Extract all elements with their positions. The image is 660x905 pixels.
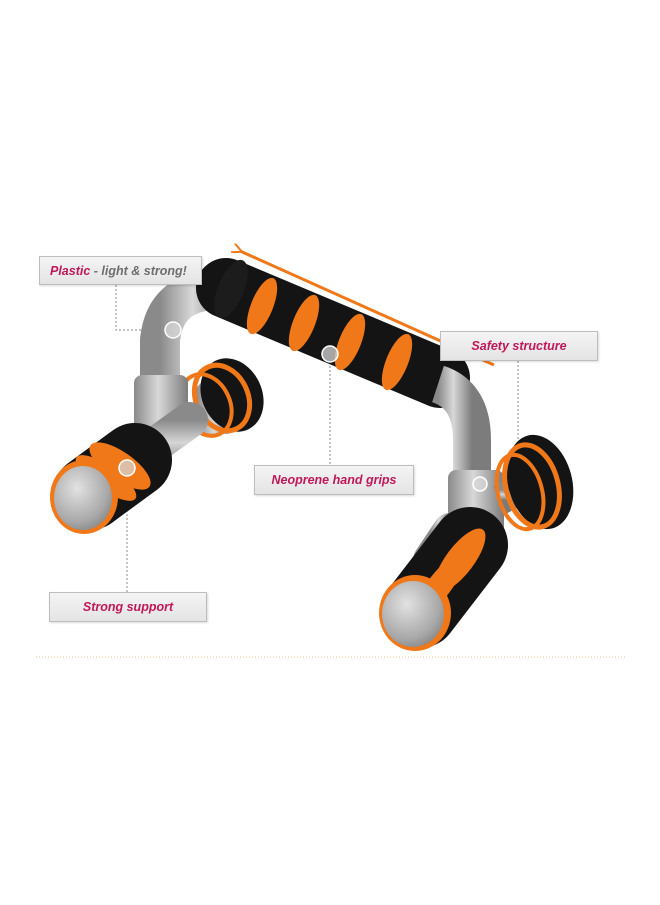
callout-plastic-rest: - light & strong! [90, 263, 187, 278]
handle-foam [196, 258, 470, 408]
callout-plastic: Plastic - light & strong! [39, 256, 202, 285]
front-front-foot [379, 507, 508, 651]
callout-strong-support: Strong support [49, 592, 207, 622]
marker-dot [321, 345, 339, 363]
marker-dots [118, 321, 488, 492]
marker-dot [118, 459, 136, 477]
rear-front-foot [50, 423, 172, 534]
front-rear-foot [494, 434, 574, 532]
callout-safety-structure: Safety structure [440, 331, 598, 361]
callout-plastic-highlight: Plastic [50, 263, 91, 278]
callout-hand-grips: Neoprene hand grips [254, 465, 414, 495]
marker-dot [472, 476, 488, 492]
marker-dot [164, 321, 182, 339]
